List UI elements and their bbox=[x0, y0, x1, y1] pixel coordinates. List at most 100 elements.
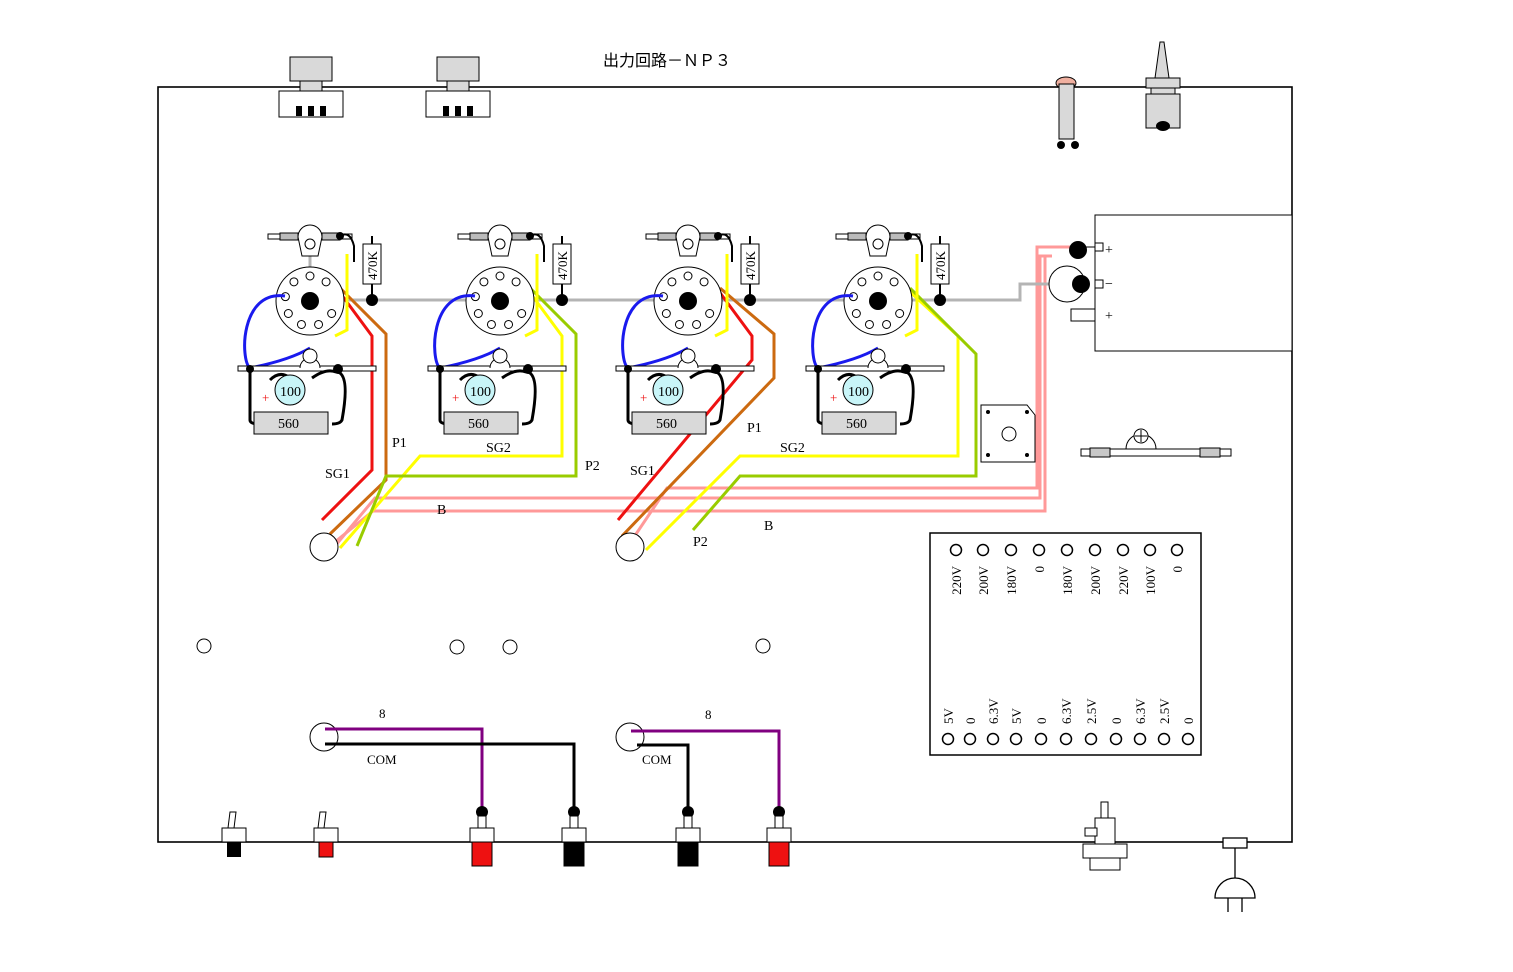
transformer-top-terminal bbox=[1004, 543, 1018, 557]
transformer-bottom-label: 0 bbox=[1181, 718, 1196, 725]
tube-sockets: 470K 100 +560 470K 100 +560 470K 100 +560 470K 100… bbox=[237, 224, 950, 435]
speaker-jack-1[interactable] bbox=[469, 806, 495, 867]
transformer-bottom-terminals: 5V 0 6.3V 5V 0 6.3V 2.5V 0 6.3V 2.5V 0 bbox=[941, 698, 1196, 746]
cathode-capacitor-label: 100 bbox=[848, 385, 869, 400]
transformer-bottom-terminal bbox=[1181, 732, 1195, 746]
transformer-top-label: 100V bbox=[1143, 565, 1158, 595]
transformer-top-label: 180V bbox=[1060, 565, 1075, 595]
power-transformer bbox=[929, 532, 1202, 756]
speaker-jack-2[interactable] bbox=[561, 806, 587, 867]
potentiometer-1[interactable] bbox=[278, 56, 344, 118]
mounting-holes bbox=[196, 638, 771, 655]
transformer-bottom-label: 6.3V bbox=[1059, 698, 1074, 724]
transformer-bottom-label: 2.5V bbox=[1084, 698, 1099, 724]
potentiometer-2[interactable] bbox=[425, 56, 491, 118]
fuse-holder[interactable] bbox=[1082, 801, 1128, 871]
transformer-top-terminals: 220V 200V 180V 0 180V 200V 220V 100V 0 bbox=[949, 543, 1185, 595]
transformer-bottom-label: 6.3V bbox=[1133, 698, 1148, 724]
transformer-bottom-terminal bbox=[963, 732, 977, 746]
wire-label-b-left: B bbox=[437, 503, 446, 518]
cap-plus-bottom-label: + bbox=[1105, 309, 1113, 324]
transformer-top-label: 200V bbox=[1088, 565, 1103, 595]
transformer-bottom-label: 0 bbox=[1034, 718, 1049, 725]
transformer-bottom-terminal bbox=[1133, 732, 1147, 746]
speaker-jack-4[interactable] bbox=[766, 806, 792, 867]
power-toggle-switch[interactable] bbox=[1145, 41, 1181, 131]
transformer-bottom-label: 6.3V bbox=[986, 698, 1001, 724]
transformer-bottom-terminal bbox=[1109, 732, 1123, 746]
transformer-bottom-terminal bbox=[1034, 732, 1048, 746]
transformer-bottom-terminal bbox=[1157, 732, 1171, 746]
transformer-top-label: 0 bbox=[1032, 566, 1047, 573]
transformer-bottom-label: 0 bbox=[1109, 718, 1124, 725]
filter-capacitor-block bbox=[1048, 214, 1293, 352]
plate-screen-wires bbox=[320, 254, 978, 552]
transformer-top-label: 220V bbox=[949, 565, 964, 595]
cap-minus-label: − bbox=[1105, 277, 1113, 292]
mounting-plate bbox=[980, 404, 1036, 463]
transformer-top-label: 0 bbox=[1170, 566, 1185, 573]
cathode-resistor-label: 560 bbox=[846, 417, 867, 432]
wire-label-p2-right: P2 bbox=[693, 535, 708, 550]
b-plus-wire bbox=[329, 245, 1070, 548]
transformer-bottom-label: 2.5V bbox=[1157, 698, 1172, 724]
power-plug-icon bbox=[1214, 837, 1256, 912]
capacitor-polarity-label: + bbox=[452, 390, 459, 405]
cathode-resistor-label: 560 bbox=[468, 417, 489, 432]
speaker-wires bbox=[325, 727, 781, 813]
transformer-bottom-label: 5V bbox=[1009, 708, 1024, 725]
transformer-top-terminal bbox=[1060, 543, 1074, 557]
cathode-resistor-label: 560 bbox=[278, 417, 299, 432]
pilot-lamp-icon bbox=[1055, 76, 1079, 149]
terminal-strip bbox=[1080, 428, 1232, 458]
speaker-jacks[interactable] bbox=[469, 806, 792, 867]
chassis-outline bbox=[157, 86, 1293, 843]
transformer-top-label: 220V bbox=[1116, 565, 1131, 595]
transformer-top-terminal bbox=[976, 543, 990, 557]
wire-label-p1-left: P1 bbox=[392, 436, 407, 451]
capacitor-polarity-label: + bbox=[262, 390, 269, 405]
transformer-top-terminal bbox=[1116, 543, 1130, 557]
input-jack-black[interactable] bbox=[221, 811, 247, 857]
grid-resistor-label: 470K bbox=[743, 251, 758, 281]
output-terminal-right bbox=[615, 532, 645, 562]
cathode-capacitor-label: 100 bbox=[280, 385, 301, 400]
capacitor-polarity-label: + bbox=[640, 390, 647, 405]
cathode-capacitor-label: 100 bbox=[658, 385, 679, 400]
output-com-left: COM bbox=[367, 752, 397, 767]
wire-label-sg1-right: SG1 bbox=[630, 464, 655, 479]
input-jack-red[interactable] bbox=[313, 811, 339, 858]
wire-label-b-right: B bbox=[764, 519, 773, 534]
output-tap-right: 8 bbox=[705, 707, 712, 722]
wire-label-p2-left: P2 bbox=[585, 459, 600, 474]
tube-socket-1: 470K 100 +560 bbox=[237, 224, 382, 435]
transformer-bottom-label: 0 bbox=[963, 718, 978, 725]
transformer-bottom-label: 5V bbox=[941, 708, 956, 725]
wire-label-sg1-left: SG1 bbox=[325, 467, 350, 482]
grid-resistor-label: 470K bbox=[933, 251, 948, 281]
grid-resistor-label: 470K bbox=[555, 251, 570, 281]
tube-socket-2: 470K 100 +560 bbox=[427, 224, 572, 435]
transformer-top-label: 200V bbox=[976, 565, 991, 595]
transformer-top-label: 180V bbox=[1004, 565, 1019, 595]
transformer-bottom-terminal bbox=[941, 732, 955, 746]
speaker-transformer-left bbox=[309, 722, 339, 752]
wire-label-sg2-right: SG2 bbox=[780, 441, 805, 456]
wire-label-p1-right: P1 bbox=[747, 421, 762, 436]
grid-resistor-label: 470K bbox=[365, 251, 380, 281]
transformer-top-terminal bbox=[1143, 543, 1157, 557]
output-com-right: COM bbox=[642, 752, 672, 767]
cathode-capacitor-label: 100 bbox=[470, 385, 491, 400]
cap-plus-top-label: + bbox=[1105, 243, 1113, 258]
transformer-bottom-terminal bbox=[1009, 732, 1023, 746]
output-terminal-left bbox=[309, 532, 339, 562]
diagram-title: 出力回路－ＮＰ３ bbox=[603, 52, 731, 70]
wire-label-sg2-left: SG2 bbox=[486, 441, 511, 456]
speaker-jack-3[interactable] bbox=[675, 806, 701, 867]
transformer-top-terminal bbox=[1032, 543, 1046, 557]
output-tap-left: 8 bbox=[379, 706, 386, 721]
transformer-top-terminal bbox=[949, 543, 963, 557]
transformer-bottom-terminal bbox=[1059, 732, 1073, 746]
